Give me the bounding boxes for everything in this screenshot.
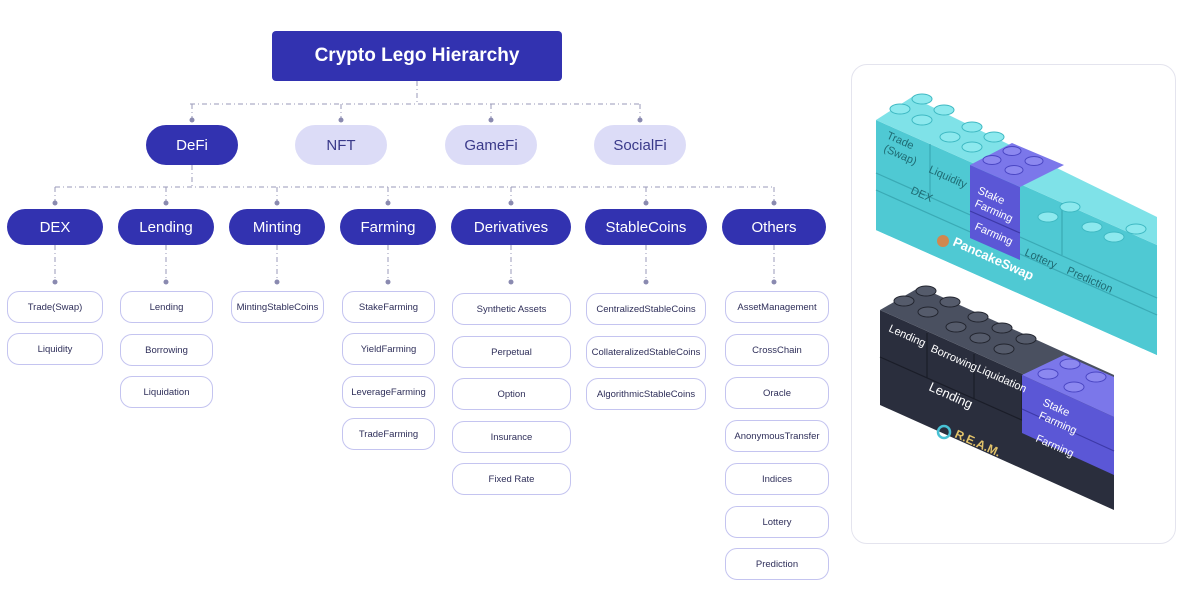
leaf-item: Trade(Swap) <box>7 291 103 323</box>
leaf-item: Lending <box>120 291 213 323</box>
connector-dot <box>163 200 169 206</box>
connector-dot <box>771 200 777 206</box>
leaf-item: Synthetic Assets <box>452 293 571 325</box>
leaf-item: Fixed Rate <box>452 463 571 495</box>
subcategory-dex: DEX <box>7 209 103 245</box>
subcategory-derivatives: Derivatives <box>451 209 571 245</box>
connector-dot <box>385 200 391 206</box>
subcategory-stablecoins: StableCoins <box>585 209 707 245</box>
category-defi: DeFi <box>146 125 238 165</box>
diagram-title: Crypto Lego Hierarchy <box>272 31 562 81</box>
connector-dot <box>385 279 391 285</box>
connector-dot <box>163 279 169 285</box>
lego-illustration-panel: Trade (Swap) Liquidity DEX Stake Farming… <box>851 64 1176 544</box>
connector-dot <box>643 279 649 285</box>
cream-stake-farming-block <box>1021 355 1115 475</box>
connector-dot <box>52 200 58 206</box>
connector-dot <box>189 117 195 123</box>
leaf-item: Liquidation <box>120 376 213 408</box>
leaf-item: Option <box>452 378 571 410</box>
leaf-item: CrossChain <box>725 334 829 366</box>
category-gamefi: GameFi <box>445 125 537 165</box>
leaf-item: Prediction <box>725 548 829 580</box>
leaf-item: Indices <box>725 463 829 495</box>
leaf-item: Insurance <box>452 421 571 453</box>
subcategory-others: Others <box>722 209 826 245</box>
connector-dot <box>274 279 280 285</box>
subcategory-farming: Farming <box>340 209 436 245</box>
connector-dot <box>52 279 58 285</box>
connector-dot <box>508 200 514 206</box>
leaf-item: Lottery <box>725 506 829 538</box>
category-nft: NFT <box>295 125 387 165</box>
leaf-item: Perpetual <box>452 336 571 368</box>
connector-dot <box>643 200 649 206</box>
leaf-item: Liquidity <box>7 333 103 365</box>
connector-dot <box>488 117 494 123</box>
connector-dot <box>508 279 514 285</box>
connector-dot <box>771 279 777 285</box>
subcategory-minting: Minting <box>229 209 325 245</box>
connector-dot <box>338 117 344 123</box>
leaf-item: Oracle <box>725 377 829 409</box>
pancakeswap-stake-farming-block <box>969 143 1064 260</box>
subcategory-lending: Lending <box>118 209 214 245</box>
connector-dot <box>274 200 280 206</box>
connector-dot <box>637 117 643 123</box>
leaf-item: Borrowing <box>120 334 213 366</box>
category-socialfi: SocialFi <box>594 125 686 165</box>
